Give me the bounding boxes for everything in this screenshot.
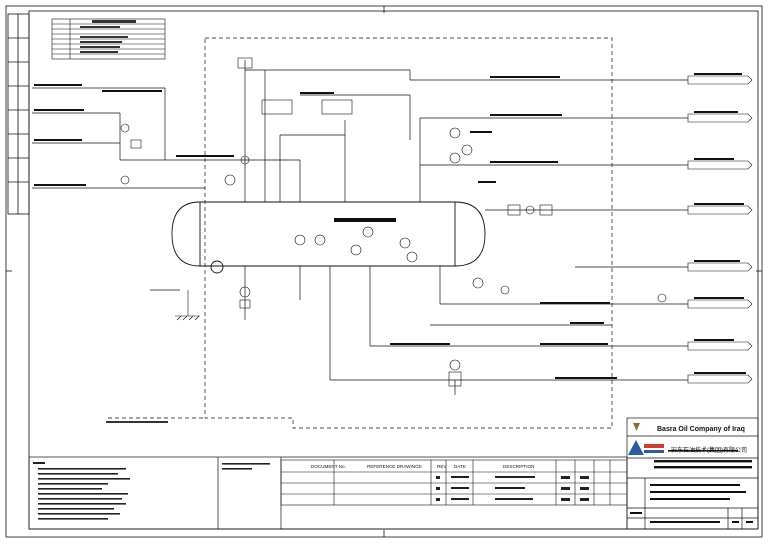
- gas-outlet-lines: [244, 60, 688, 211]
- equipment-data-table: [51, 18, 166, 60]
- liquid-outlet-lines: [150, 266, 688, 395]
- revision-table: [280, 459, 628, 506]
- contractor-name: 安东石油技术(集团)有限公司: [671, 448, 747, 454]
- title-block: [626, 417, 759, 530]
- package-limit: [108, 37, 613, 429]
- revision-strip: [7, 13, 30, 215]
- ground-symbol: [175, 290, 200, 321]
- description-header: DESCRIPTION: [503, 464, 535, 469]
- client-name: Basra Oil Company of Iraq: [657, 426, 745, 433]
- reference-drawings-header: REFERENCE DRAWINGS: [367, 464, 422, 469]
- inlet-lines: [32, 87, 301, 202]
- document-no-header: DOCUMENT No.: [311, 464, 346, 469]
- sheet-border: [5, 5, 763, 538]
- separator-vessel: [171, 201, 486, 274]
- date-header: DATE: [454, 464, 466, 469]
- rev-header: REV: [437, 464, 447, 469]
- outlet-arrows: [687, 75, 753, 384]
- company-logo-icon: [628, 423, 664, 455]
